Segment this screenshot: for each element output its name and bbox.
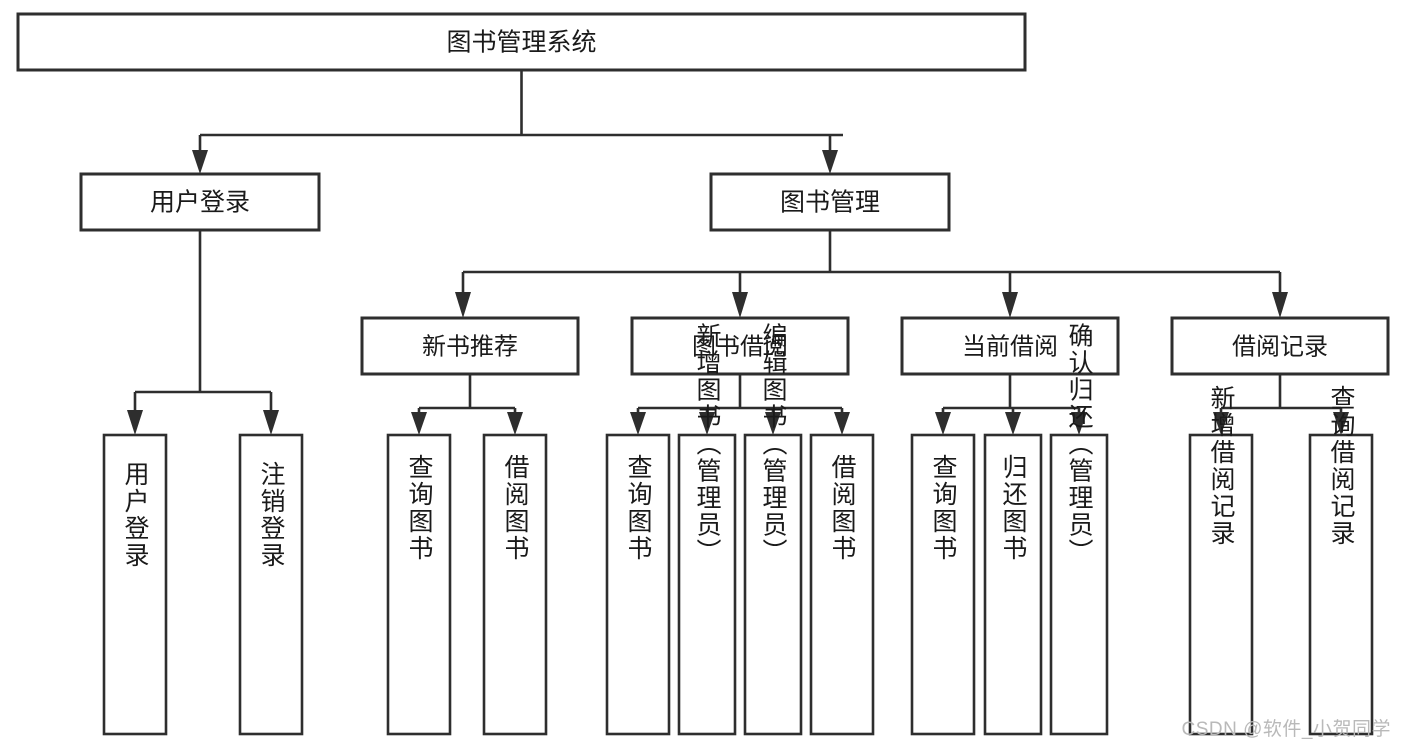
edge-group-book-manage bbox=[455, 230, 1288, 318]
node-leaf-logout-login-box[interactable] bbox=[238, 433, 304, 736]
node-borrow-record-box[interactable] bbox=[1170, 316, 1390, 376]
node-user-login-label: 用户登录 bbox=[150, 189, 250, 217]
node-leaf-user-login-label: 用户登录 bbox=[121, 461, 150, 569]
node-book-manage-box[interactable] bbox=[709, 172, 951, 232]
node-leaf-borrow-book-2[interactable]: 借阅图书 bbox=[809, 433, 875, 736]
node-current-borrow[interactable]: 当前借阅 bbox=[900, 316, 1120, 376]
node-root-box[interactable] bbox=[16, 12, 1027, 72]
node-new-book-recommend-label: 新书推荐 bbox=[422, 333, 518, 360]
node-leaf-query-book-2[interactable]: 查询图书 bbox=[605, 433, 671, 736]
edge-group-new-book-recommend bbox=[411, 374, 523, 435]
node-book-borrow[interactable]: 图书借阅 bbox=[630, 316, 850, 376]
arrowhead-leaf-query-book-2 bbox=[630, 412, 646, 435]
node-leaf-logout-login[interactable]: 注销登录 bbox=[238, 433, 304, 736]
node-current-borrow-label: 当前借阅 bbox=[962, 333, 1058, 360]
node-root-label: 图书管理系统 bbox=[446, 29, 596, 57]
arrowhead-leaf-borrow-book-1 bbox=[507, 412, 523, 435]
node-root[interactable]: 图书管理系统 bbox=[16, 12, 1027, 72]
arrowhead-leaf-confirm-return bbox=[1071, 412, 1087, 435]
node-leaf-add-book[interactable]: 新增图书（管理员） bbox=[677, 323, 737, 736]
arrowhead-leaf-edit-book bbox=[765, 412, 781, 435]
node-leaf-query-book-1-label: 查询图书 bbox=[405, 454, 434, 562]
node-book-borrow-label: 图书借阅 bbox=[692, 333, 788, 360]
node-leaf-borrow-book-1-label: 借阅图书 bbox=[501, 454, 530, 562]
arrowhead-leaf-add-book bbox=[699, 412, 715, 435]
edge-group-current-borrow bbox=[935, 374, 1087, 435]
node-leaf-borrow-book-1[interactable]: 借阅图书 bbox=[482, 433, 548, 736]
node-leaf-query-borrow-record-label: 查询借阅记录 bbox=[1327, 385, 1356, 547]
node-book-borrow-box[interactable] bbox=[630, 316, 850, 376]
arrowhead-leaf-query-book-3 bbox=[935, 412, 951, 435]
node-leaf-add-borrow-record[interactable]: 新增借阅记录 bbox=[1188, 385, 1254, 736]
node-leaf-confirm-return[interactable]: 确认归还（管理员） bbox=[1049, 323, 1109, 736]
arrowhead-new-book-recommend bbox=[455, 292, 471, 318]
node-leaf-edit-book[interactable]: 编辑图书（管理员） bbox=[743, 323, 803, 736]
node-new-book-recommend-box[interactable] bbox=[360, 316, 580, 376]
node-leaf-query-book-1[interactable]: 查询图书 bbox=[386, 433, 452, 736]
node-book-manage-label: 图书管理 bbox=[780, 189, 880, 217]
node-leaf-edit-book-box[interactable] bbox=[743, 433, 803, 736]
node-leaf-query-book-1-box[interactable] bbox=[386, 433, 452, 736]
node-leaf-add-book-label: 新增图书（管理员） bbox=[693, 323, 722, 566]
arrowhead-leaf-query-borrow-record bbox=[1333, 412, 1349, 435]
node-borrow-record[interactable]: 借阅记录 bbox=[1170, 316, 1390, 376]
node-current-borrow-box[interactable] bbox=[900, 316, 1120, 376]
edge-group-root bbox=[192, 70, 843, 174]
node-new-book-recommend[interactable]: 新书推荐 bbox=[360, 316, 580, 376]
node-leaf-query-book-3-label: 查询图书 bbox=[929, 454, 958, 562]
edge-group-user-login bbox=[127, 230, 279, 435]
node-book-manage[interactable]: 图书管理 bbox=[709, 172, 951, 232]
node-user-login[interactable]: 用户登录 bbox=[79, 172, 321, 232]
node-leaf-user-login[interactable]: 用户登录 bbox=[102, 433, 168, 736]
node-leaf-edit-book-label: 编辑图书（管理员） bbox=[759, 323, 788, 566]
arrowhead-leaf-borrow-book-2 bbox=[834, 412, 850, 435]
node-leaf-user-login-box[interactable] bbox=[102, 433, 168, 736]
node-leaf-confirm-return-label: 确认归还（管理员） bbox=[1065, 323, 1094, 566]
node-leaf-query-borrow-record[interactable]: 查询借阅记录 bbox=[1308, 385, 1374, 736]
arrowhead-leaf-query-book-1 bbox=[411, 412, 427, 435]
node-leaf-add-borrow-record-box[interactable] bbox=[1188, 433, 1254, 736]
edge-group-borrow-record bbox=[1213, 374, 1349, 435]
node-leaf-add-borrow-record-label: 新增借阅记录 bbox=[1207, 385, 1236, 547]
node-leaf-return-book-label: 归还图书 bbox=[999, 454, 1028, 562]
node-leaf-query-book-3-box[interactable] bbox=[910, 433, 976, 736]
arrowhead-leaf-add-borrow-record bbox=[1213, 412, 1229, 435]
node-leaf-query-book-3[interactable]: 查询图书 bbox=[910, 433, 976, 736]
arrowhead-leaf-logout-login bbox=[263, 410, 279, 435]
node-leaf-query-borrow-record-box[interactable] bbox=[1308, 433, 1374, 736]
node-leaf-return-book-box[interactable] bbox=[983, 433, 1043, 736]
arrowhead-current-borrow bbox=[1002, 292, 1018, 318]
node-leaf-logout-login-label: 注销登录 bbox=[257, 461, 286, 569]
arrowhead-book-manage bbox=[822, 150, 838, 174]
node-leaf-confirm-return-box[interactable] bbox=[1049, 433, 1109, 736]
arrowhead-borrow-record bbox=[1272, 292, 1288, 318]
arrowhead-book-borrow bbox=[732, 292, 748, 318]
node-leaf-borrow-book-2-label: 借阅图书 bbox=[828, 454, 857, 562]
node-borrow-record-label: 借阅记录 bbox=[1232, 333, 1328, 360]
node-leaf-query-book-2-label: 查询图书 bbox=[624, 454, 653, 562]
arrowhead-leaf-user-login bbox=[127, 410, 143, 435]
node-leaf-borrow-book-2-box[interactable] bbox=[809, 433, 875, 736]
node-leaf-add-book-box[interactable] bbox=[677, 433, 737, 736]
node-leaf-borrow-book-1-box[interactable] bbox=[482, 433, 548, 736]
node-leaf-return-book[interactable]: 归还图书 bbox=[983, 433, 1043, 736]
node-leaf-query-book-2-box[interactable] bbox=[605, 433, 671, 736]
arrowhead-user-login bbox=[192, 150, 208, 174]
edge-group-book-borrow bbox=[630, 374, 850, 435]
node-user-login-box[interactable] bbox=[79, 172, 321, 232]
arrowhead-leaf-return-book bbox=[1005, 412, 1021, 435]
